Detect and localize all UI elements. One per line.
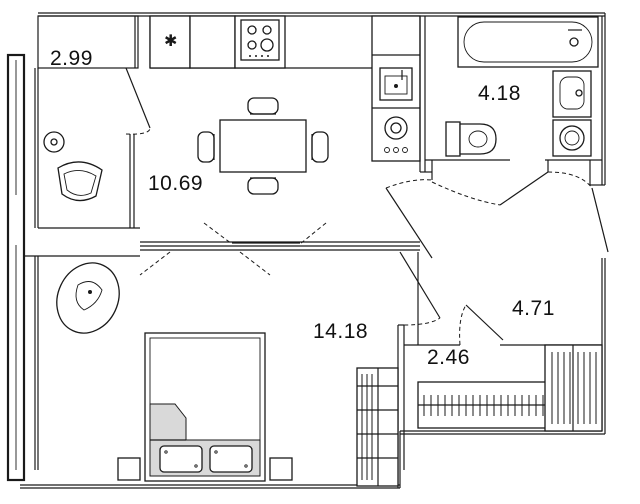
bed-icon [144,332,266,482]
kitchen-sink-icon [379,67,413,101]
balcony-area-label: 2.99 [50,47,93,70]
washing-machine-icon [552,119,592,157]
snowflake-icon: ✱ [164,31,177,50]
bedroom-room [24,251,441,488]
hallway-wardrobe-icon [544,344,603,432]
storage-area-label: 2.46 [427,346,470,369]
hallway-area-label: 4.71 [512,297,555,320]
hallway-room [404,252,603,432]
toilet-icon [445,121,497,157]
round-appliance-icon [43,131,65,153]
wardrobe-icon [356,367,399,487]
washer-icon [384,116,408,153]
hatch-lines [361,352,597,480]
bedroom-area-label: 14.18 [313,320,369,343]
nightstand-left-icon [117,457,141,481]
balcony-room [34,15,151,229]
nightstand-right-icon [269,457,293,481]
stove-icon [240,19,280,61]
bathroom-sink-icon [552,70,592,118]
bathroom-area-label: 4.18 [478,82,521,105]
kitchen-area-label: 10.69 [148,172,204,195]
kitchen-room: ✱ [139,15,421,276]
armchair-icon [57,161,103,202]
storage-shelves-icon [417,381,551,429]
dining-table-icon [197,97,329,195]
bathtub-icon [457,16,599,68]
rug-icon [56,262,120,334]
bathroom-room [385,16,609,259]
